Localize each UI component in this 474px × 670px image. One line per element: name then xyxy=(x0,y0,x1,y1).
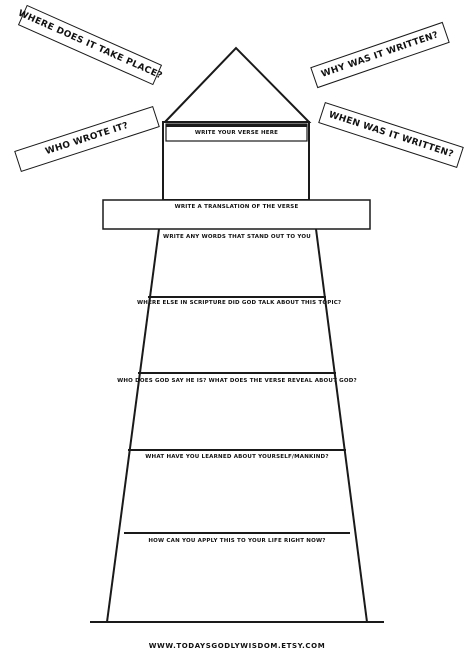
label-write-your-verse: WRITE YOUR VERSE HERE xyxy=(194,130,279,136)
lighthouse-lantern-room xyxy=(162,121,310,201)
label-what-have-you-learned: WHAT HAVE YOU LEARNED ABOUT YOURSELF/MAN… xyxy=(145,454,329,460)
gallery-deck xyxy=(102,199,371,230)
label-write-a-translation: WRITE A TRANSLATION OF THE VERSE xyxy=(174,204,299,210)
lighthouse-roof xyxy=(162,46,312,123)
label-words-stand-out: WRITE ANY WORDS THAT STAND OUT TO YOU xyxy=(163,234,311,240)
tower-left-edge xyxy=(106,228,160,623)
label-how-can-you-apply: HOW CAN YOU APPLY THIS TO YOUR LIFE RIGH… xyxy=(148,538,326,544)
label-who-does-god-say: WHO DOES GOD SAY HE IS? WHAT DOES THE VE… xyxy=(117,378,357,384)
footer-website: WWW.TODAYSGODLYWISDOM.ETSY.COM xyxy=(148,642,326,650)
verse-box-topbar xyxy=(166,124,307,127)
label-where-else-in-scripture: WHERE ELSE IN SCRIPTURE DID GOD TALK ABO… xyxy=(137,300,342,306)
verse-box xyxy=(165,123,308,142)
tower-right-edge xyxy=(315,228,368,623)
